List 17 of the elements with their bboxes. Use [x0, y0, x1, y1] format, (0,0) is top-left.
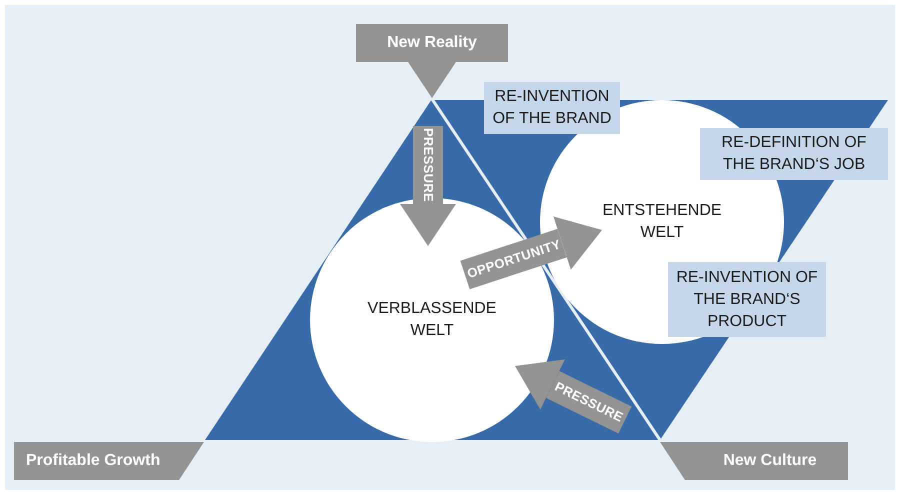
pointer-banner — [14, 442, 204, 480]
edge-label: PRESSURE — [420, 128, 437, 202]
pointer-banner — [660, 442, 848, 480]
node-label: VERBLASSENDE WELT — [366, 299, 498, 341]
block-arrow — [400, 126, 456, 246]
node-label: RE-INVENTION OF THE BRAND — [492, 87, 612, 129]
note-box — [668, 262, 826, 337]
node-label: RE-DEFINITION OF THE BRAND‘S JOB — [720, 133, 868, 175]
block-arrow — [460, 216, 602, 290]
node-label: ENTSTEHENDE WELT — [601, 201, 723, 243]
note-box — [700, 128, 888, 180]
node-label: New Reality — [387, 33, 477, 53]
node-label: RE-INVENTION OF THE BRAND‘S PRODUCT — [675, 268, 819, 332]
note-box — [484, 82, 620, 134]
node-label: Profitable Growth — [26, 451, 160, 471]
block-arrow — [515, 359, 632, 434]
node-label: New Culture — [723, 451, 817, 471]
